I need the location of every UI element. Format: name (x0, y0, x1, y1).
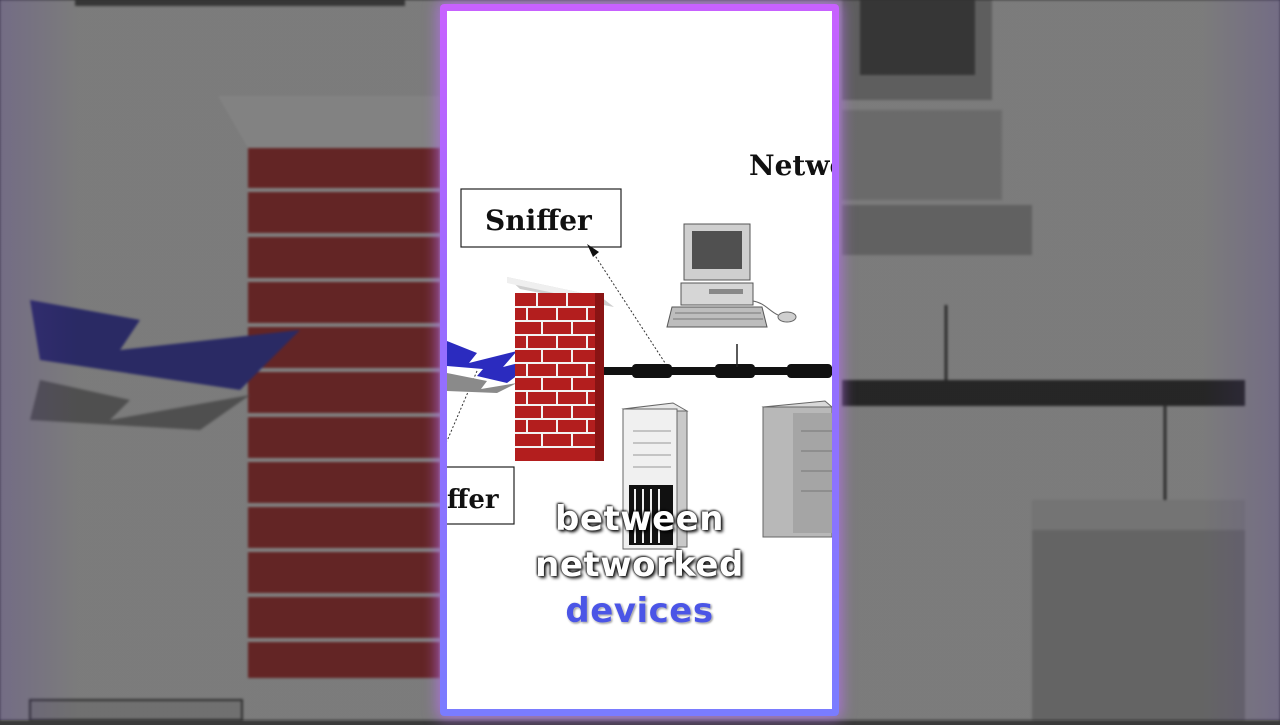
sniffer-box-bottom (447, 466, 515, 525)
sniffer-label-top: Sniffer (485, 204, 593, 237)
caption-line-2: networked (535, 545, 744, 585)
caption-line-3: devices (565, 591, 714, 631)
tower-server-icon (621, 402, 689, 550)
firewall-icon (507, 277, 614, 461)
desktop-computer-icon (666, 223, 797, 328)
sniffer-label-bottom: ffer (447, 485, 499, 515)
subtitle-caption: between networked devices (447, 496, 832, 634)
arrowhead-top (587, 244, 599, 257)
sniffer-arrow-top (591, 250, 670, 370)
network-diagram: Netwo Sniffer ffer (447, 149, 832, 550)
sniffer-box-top (460, 188, 622, 248)
network-label: Netwo (749, 149, 832, 182)
caption-line-1: between (555, 499, 724, 539)
video-panel: Netwo Sniffer ffer (447, 11, 832, 709)
server-icon (761, 400, 832, 538)
